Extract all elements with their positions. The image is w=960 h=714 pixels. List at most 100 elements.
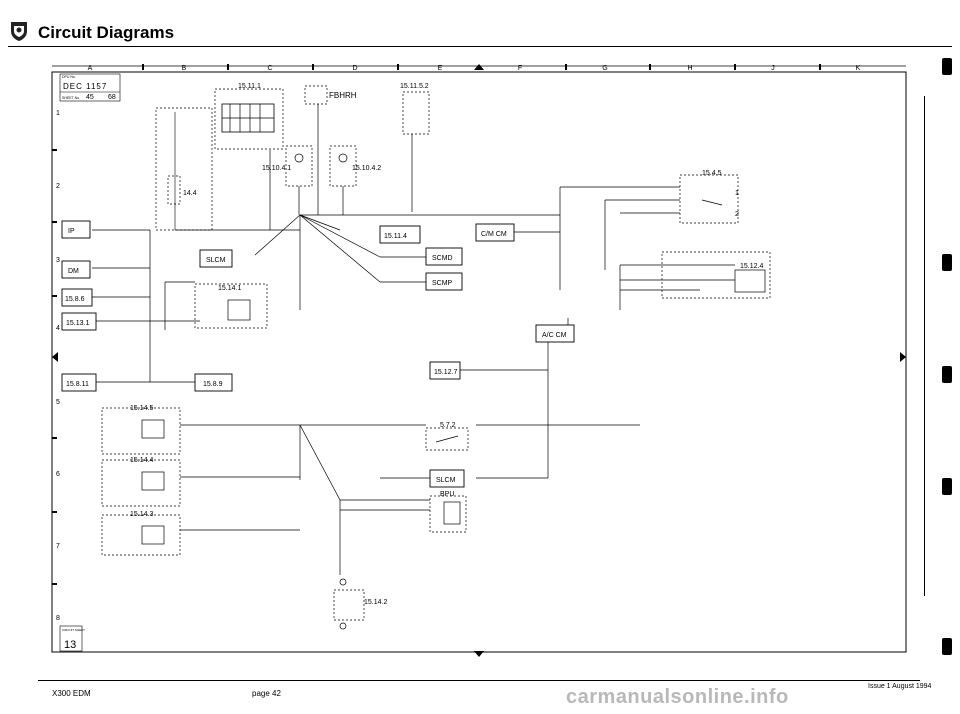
label-15-12-7: 15.12.7: [434, 369, 457, 376]
fuse-box-15-11-1: 15.11.1: [214, 83, 284, 150]
row-label-4: 4: [56, 325, 60, 332]
switch-5-7-2: 5.7.2: [425, 422, 469, 451]
box-15-13-1: [61, 312, 97, 331]
header-rule: [8, 46, 952, 47]
label-15-11-5-2: 15.11.5.2: [400, 83, 429, 90]
pin-2-label: 2: [735, 211, 739, 218]
sheet-number: 45: [86, 94, 94, 101]
jaguar-emblem-icon: [11, 22, 27, 41]
col-label-c: C: [267, 65, 272, 72]
label-15-8-11: 15.8.11: [66, 381, 89, 388]
relay-block-15-14-3: 15.14.3: [101, 511, 181, 556]
bpu-block: BPU: [429, 491, 467, 533]
component-boxes: [61, 220, 575, 488]
row-label-8: 8: [56, 615, 60, 622]
circuit-sheet-block: CIRCUIT SHEET 13: [59, 625, 85, 652]
sheet-label: SHEET No.: [62, 96, 80, 100]
row-label-3: 3: [56, 257, 60, 264]
right-margin-rule: [924, 96, 925, 596]
label-5-7-2: 5.7.2: [440, 422, 456, 429]
relay-block-15-14-4: 15.14.4: [101, 457, 181, 507]
col-label-j: J: [771, 65, 775, 72]
footer-rule: [38, 680, 920, 681]
box-15-11-4: [379, 225, 421, 244]
relay-block-15-14-5: 15.14.5: [101, 405, 181, 455]
label-dm: DM: [68, 268, 79, 275]
row-label-5: 5: [56, 399, 60, 406]
col-label-d: D: [352, 65, 357, 72]
box-15-8-9: [194, 373, 233, 392]
section-tab: [942, 638, 952, 655]
footer-page-number: page 42: [252, 689, 281, 698]
label-slcm-mid: SLCM: [436, 477, 456, 484]
row-label-6: 6: [56, 471, 60, 478]
pin-1-label: 1: [735, 190, 739, 197]
label-ac-cm: A/C CM: [542, 332, 567, 339]
footer-doc-name: X300 EDM: [52, 689, 91, 698]
label-15-11-4: 15.11.4: [384, 233, 407, 240]
label-15-10-4-2: 15.10.4.2: [352, 165, 381, 172]
column-labels: A B C D E F G H J K: [88, 65, 861, 72]
box-15-12-7: [429, 361, 461, 380]
wiring: [92, 150, 680, 575]
label-15-14-2: 15.14.2: [364, 599, 387, 606]
label-15-14-4: 15.14.4: [130, 457, 153, 464]
box-slcm-top: [199, 249, 233, 268]
footer-issue: Issue 1 August 1994: [868, 683, 932, 690]
row-labels: 1 2 3 4 5 6 7 8: [56, 110, 60, 622]
watermark: carmanualsonline.info: [566, 686, 789, 708]
col-label-h: H: [687, 65, 692, 72]
section-tab: [942, 254, 952, 271]
box-scmd: [425, 247, 463, 266]
switch-15-4-5: 15.4.5 1 2: [679, 170, 739, 224]
col-label-e: E: [438, 65, 443, 72]
label-15-4-5: 15.4.5: [702, 170, 722, 177]
label-15-14-1: 15.14.1: [218, 285, 241, 292]
sensor-15-12-4: 15.12.4: [619, 251, 771, 310]
label-cm-cm: C/M CM: [481, 231, 507, 238]
box-15-8-11: [61, 373, 97, 392]
section-tab: [942, 478, 952, 495]
row-label-1: 1: [56, 110, 60, 117]
relay-block-15-14-1: 15.14.1: [194, 283, 268, 329]
sensor-15-14-2: 15.14.2: [333, 578, 387, 630]
label-15-14-5: 15.14.5: [130, 405, 153, 412]
section-tab: [942, 366, 952, 383]
diagram-frame: [51, 71, 907, 653]
label-15-11-1: 15.11.1: [238, 83, 261, 90]
label-14-4: 14.4: [183, 190, 197, 197]
box-slcm-mid: [429, 469, 465, 488]
label-15-8-9: 15.8.9: [203, 381, 223, 388]
label-15-14-3: 15.14.3: [130, 511, 153, 518]
sheet-info-block: DPU No. DEC 1157 SHEET No. 45 68: [59, 73, 121, 102]
box-ac-cm: [535, 324, 575, 343]
date-label: DPU No.: [62, 75, 76, 79]
col-label-a: A: [88, 65, 93, 72]
col-label-k: K: [856, 65, 861, 72]
label-15-12-4: 15.12.4: [740, 263, 763, 270]
fbhrh-label: FBHRH: [329, 91, 357, 100]
lamp-blocks: 15.10.4.1 15.10.4.2: [262, 145, 381, 187]
circuit-sheet-number: 13: [64, 639, 76, 651]
row-label-2: 2: [56, 183, 60, 190]
col-label-f: F: [518, 65, 522, 72]
sheet-of: 68: [108, 94, 116, 101]
label-15-8-6: 15.8.6: [65, 296, 85, 303]
box-15-8-6: [61, 288, 93, 307]
col-label-b: B: [182, 65, 187, 72]
col-label-g: G: [602, 65, 607, 72]
fbhrh-block: FBHRH 15.11.5.2: [304, 83, 430, 215]
label-slcm-top: SLCM: [206, 257, 226, 264]
label-bpu: BPU: [440, 491, 454, 498]
box-dm: [61, 260, 91, 279]
label-ip: IP: [68, 228, 75, 235]
label-15-10-4-1: 15.10.4.1: [262, 165, 291, 172]
section-tab: [942, 58, 952, 75]
label-15-13-1: 15.13.1: [66, 320, 89, 327]
page-title: Circuit Diagrams: [38, 23, 175, 42]
label-scmd: SCMD: [432, 255, 453, 262]
relay-panel-14-4: 14.4: [155, 107, 213, 231]
box-cm-cm: [475, 223, 515, 242]
row-label-7: 7: [56, 543, 60, 550]
